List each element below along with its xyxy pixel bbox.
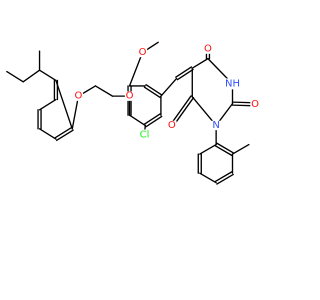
bond-t1-t2 xyxy=(214,145,233,157)
bond-t3-t4 xyxy=(214,171,233,183)
chemical-structure: O O O Cl O NH O N xyxy=(6,41,260,185)
svg-text:Cl: Cl xyxy=(140,130,150,141)
bond-p2-p3 xyxy=(38,98,57,111)
atom-n: N xyxy=(211,120,221,131)
svg-text:O: O xyxy=(139,47,147,58)
bond-p4-p5 xyxy=(38,128,57,140)
bond-sb_ch-p1 xyxy=(38,69,57,82)
atom-o-carbonyl-right: O xyxy=(250,99,260,110)
svg-text:N: N xyxy=(212,120,219,131)
bond-b1-b2 xyxy=(145,83,163,96)
atom-o-methoxy: O xyxy=(137,47,148,58)
bond-t6-t1 xyxy=(199,143,217,155)
bond-b4-b5 xyxy=(128,114,146,127)
atom-o-carbonyl-top: O xyxy=(203,44,213,55)
atom-o-ether-aryl: O xyxy=(73,91,84,102)
bond-t3-t4 xyxy=(216,173,234,185)
bond-CH-C5 xyxy=(176,68,194,81)
bond-b2-CH xyxy=(160,77,178,97)
bond-b6-OMe xyxy=(128,51,144,87)
atom-o-carbonyl-left: O xyxy=(167,120,177,131)
bond-b1-b2 xyxy=(143,86,161,99)
bond-p5-p6 xyxy=(54,126,73,139)
svg-text:O: O xyxy=(204,44,212,55)
bond-b3-b4 xyxy=(143,113,161,125)
bond-p5-p6 xyxy=(56,129,74,142)
svg-text:O: O xyxy=(126,91,134,102)
bond-N1-C6 xyxy=(191,96,217,127)
atom-o-ether-link: O xyxy=(124,91,135,102)
bond-b3-b4 xyxy=(145,115,163,128)
bond-C6-O6 xyxy=(169,95,192,126)
svg-text:O: O xyxy=(74,91,82,102)
bond-L1-L2 xyxy=(94,85,114,97)
bond-t1-t2 xyxy=(216,142,234,154)
atom-label-layer: O O O Cl O NH O N xyxy=(73,44,260,141)
bond-C5-C4 xyxy=(191,57,209,69)
bond-CH-C5 xyxy=(175,66,193,78)
bond-p6-p1 xyxy=(55,79,73,130)
bond-sb_ch3-sb_ch2 xyxy=(6,70,24,83)
bond-layer xyxy=(6,41,256,185)
atom-cl: Cl xyxy=(137,130,152,141)
bond-t2-tMe xyxy=(231,143,250,155)
atom-nh: NH xyxy=(224,78,241,89)
svg-text:O: O xyxy=(168,120,176,131)
svg-text:NH: NH xyxy=(225,78,240,89)
svg-text:O: O xyxy=(251,99,259,110)
bond-sb_ch2-sb_ch xyxy=(22,69,41,83)
bond-t4-t5 xyxy=(199,172,217,184)
bond-p6-O1 xyxy=(71,95,80,130)
